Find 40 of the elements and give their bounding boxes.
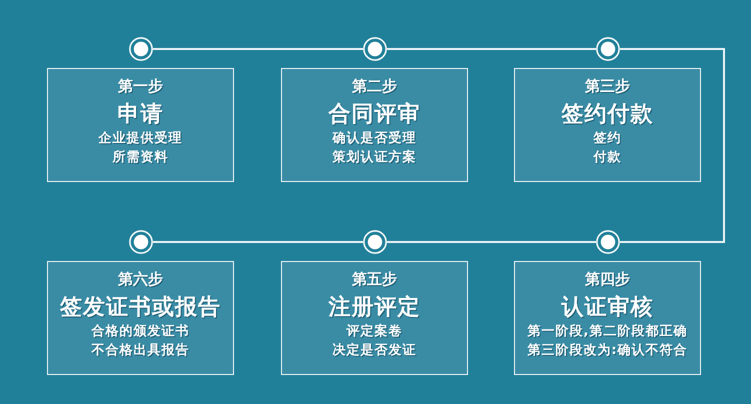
step-description: 第三阶段改为:确认不符合: [527, 342, 688, 360]
step-description: 决定是否发证: [332, 342, 416, 360]
step-number: 第一步: [118, 76, 163, 96]
step-number: 第五步: [352, 269, 397, 289]
step-title: 认证审核: [562, 294, 654, 322]
timeline-dot: [129, 37, 153, 61]
step-card: [514, 261, 701, 375]
connector-line: [620, 48, 725, 243]
step-description: 企业提供受理所需资料: [98, 130, 184, 167]
timeline-dot: [129, 230, 153, 254]
step-description: 签约: [594, 130, 622, 148]
step-description: 不合格出具报告: [92, 342, 190, 360]
connector-line: [387, 241, 596, 243]
timeline-dot: [363, 37, 387, 61]
step-card: [47, 68, 234, 182]
connector-line: [153, 241, 363, 243]
step-description: 付款: [594, 149, 622, 167]
connector-line: [153, 48, 363, 50]
step-description: 第一阶段,第二阶段都正确: [528, 323, 688, 341]
step-title: 合同评审: [328, 101, 420, 129]
step-description: 合格的颁发证书: [92, 323, 190, 341]
step-number: 第六步: [118, 269, 163, 289]
step-title: 签发证书或报告: [60, 294, 221, 322]
step-number: 第二步: [352, 76, 397, 96]
step-description: 确认是否受理: [332, 130, 416, 148]
step-description: 评定案卷: [346, 322, 402, 341]
timeline-dot: [596, 37, 620, 61]
step-number: 第四步: [585, 269, 630, 289]
step-card: [47, 261, 234, 375]
step-card: [281, 261, 468, 375]
timeline-dot: [363, 230, 387, 254]
step-title: 签约付款: [562, 101, 654, 129]
step-number: 第三步: [585, 76, 630, 96]
connector-line: [387, 48, 596, 50]
step-card: [514, 68, 701, 182]
step-card: [281, 68, 468, 182]
step-description: 策划认证方案: [332, 148, 416, 167]
timeline-dot: [596, 230, 620, 254]
step-title: 注册评定: [328, 294, 420, 322]
step-title: 申请: [118, 101, 164, 129]
